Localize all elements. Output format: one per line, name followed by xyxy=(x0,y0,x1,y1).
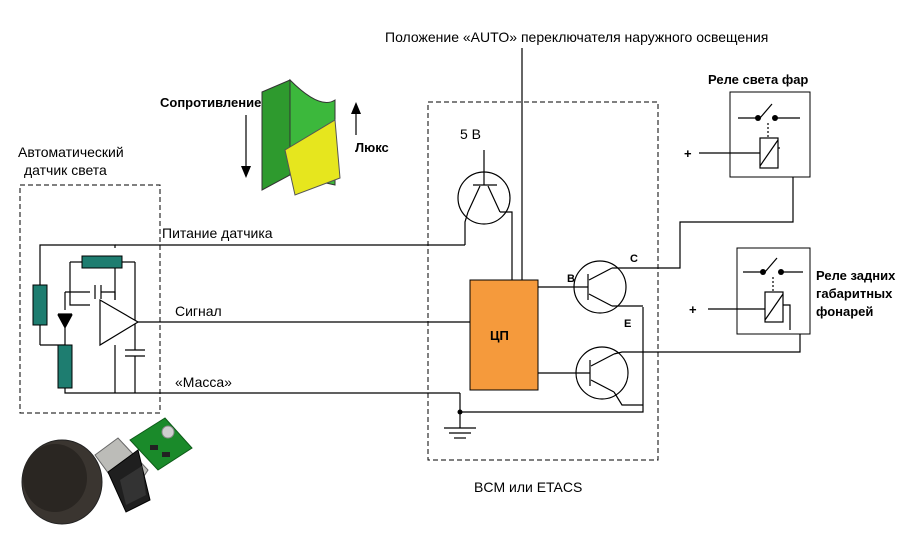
cpu-block xyxy=(469,279,539,391)
resistor-left xyxy=(32,284,48,326)
tail-relay-label-2: габаритных xyxy=(816,286,893,301)
sensor-title-line2: датчик света xyxy=(24,162,107,178)
pin-e-label: E xyxy=(624,318,631,330)
headlight-relay-label: Реле света фар xyxy=(708,72,808,87)
plus-headlight: + xyxy=(684,146,692,161)
bcm-label: BCM или ETACS xyxy=(474,479,582,495)
sensor-circuit xyxy=(39,244,470,394)
lux-label: Люкс xyxy=(355,140,389,155)
sensor-title-line1: Автоматический xyxy=(18,144,124,160)
five-volt-label: 5 В xyxy=(460,126,481,142)
auto-switch-label: Положение «AUTO» переключателя наружного… xyxy=(385,29,768,45)
amplifier-symbol xyxy=(99,298,140,347)
plus-tail: + xyxy=(689,302,697,317)
resistor-photo xyxy=(57,344,73,389)
resistor-top xyxy=(81,255,123,269)
sensor-power-label: Питание датчика xyxy=(162,225,273,241)
bcm-box xyxy=(427,101,659,461)
resistance-label: Сопротивление xyxy=(160,95,261,110)
photosensor-illustration xyxy=(261,78,341,196)
resistance-arrow-head xyxy=(241,166,251,178)
pin-b-label: B xyxy=(567,273,575,285)
signal-label: Сигнал xyxy=(175,303,222,319)
tail-relay-label-3: фонарей xyxy=(816,304,873,319)
tail-relay-label-1: Реле задних xyxy=(816,268,896,283)
ground-label: «Масса» xyxy=(175,374,232,390)
sensor-photo xyxy=(21,417,193,525)
lux-arrow-head xyxy=(351,102,361,114)
pin-c-label: C xyxy=(630,253,638,265)
cpu-label: ЦП xyxy=(490,328,509,343)
